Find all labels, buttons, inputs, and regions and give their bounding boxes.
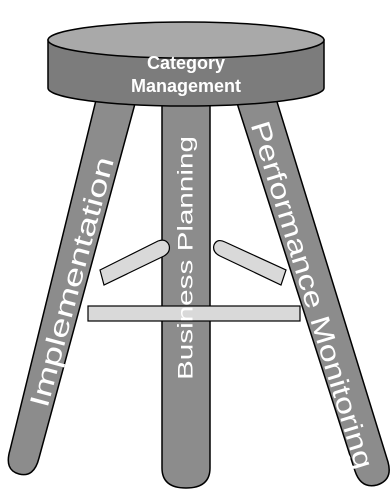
business-planning-leg bbox=[161, 79, 211, 489]
business-planning-label: Business Planning bbox=[175, 136, 198, 380]
seat-label-line-2: Management bbox=[131, 76, 241, 96]
rung-horizontal bbox=[87, 305, 301, 322]
seat-side bbox=[47, 39, 325, 107]
seat-top bbox=[47, 21, 325, 59]
implementation-leg bbox=[7, 91, 137, 476]
performance-monitoring-leg bbox=[235, 91, 390, 487]
seat-label-line-1: Category bbox=[147, 53, 225, 73]
rung-left-diagonal bbox=[99, 239, 171, 286]
performance-monitoring-label: Performance Monitoring bbox=[245, 118, 380, 473]
rung-right-diagonal bbox=[213, 239, 287, 286]
